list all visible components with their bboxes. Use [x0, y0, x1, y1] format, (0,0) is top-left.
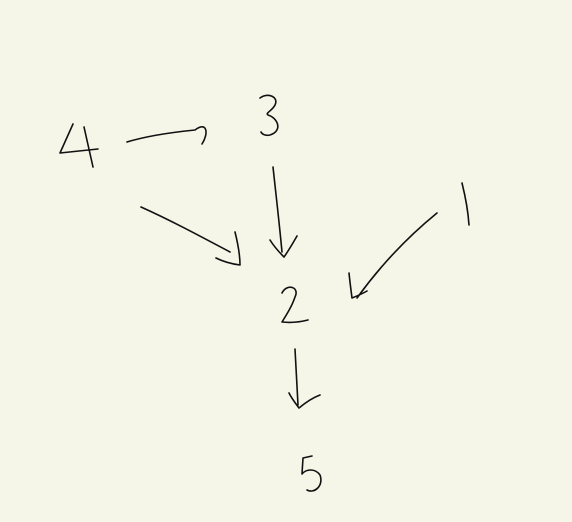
edge-2-to-5-arrow [288, 348, 321, 409]
edge-4-to-2-arrow [140, 206, 241, 266]
node-2: 2 [281, 286, 309, 324]
node-5: 5 [301, 455, 322, 492]
node-1: 1 [461, 182, 470, 226]
node-3: 3 [259, 94, 279, 137]
node-4: 4 [59, 123, 99, 168]
edge-4-to-3-arrow [126, 126, 207, 145]
edge-3-to-2-arrow [269, 166, 298, 258]
edge-1-to-2-arrow [348, 212, 438, 299]
